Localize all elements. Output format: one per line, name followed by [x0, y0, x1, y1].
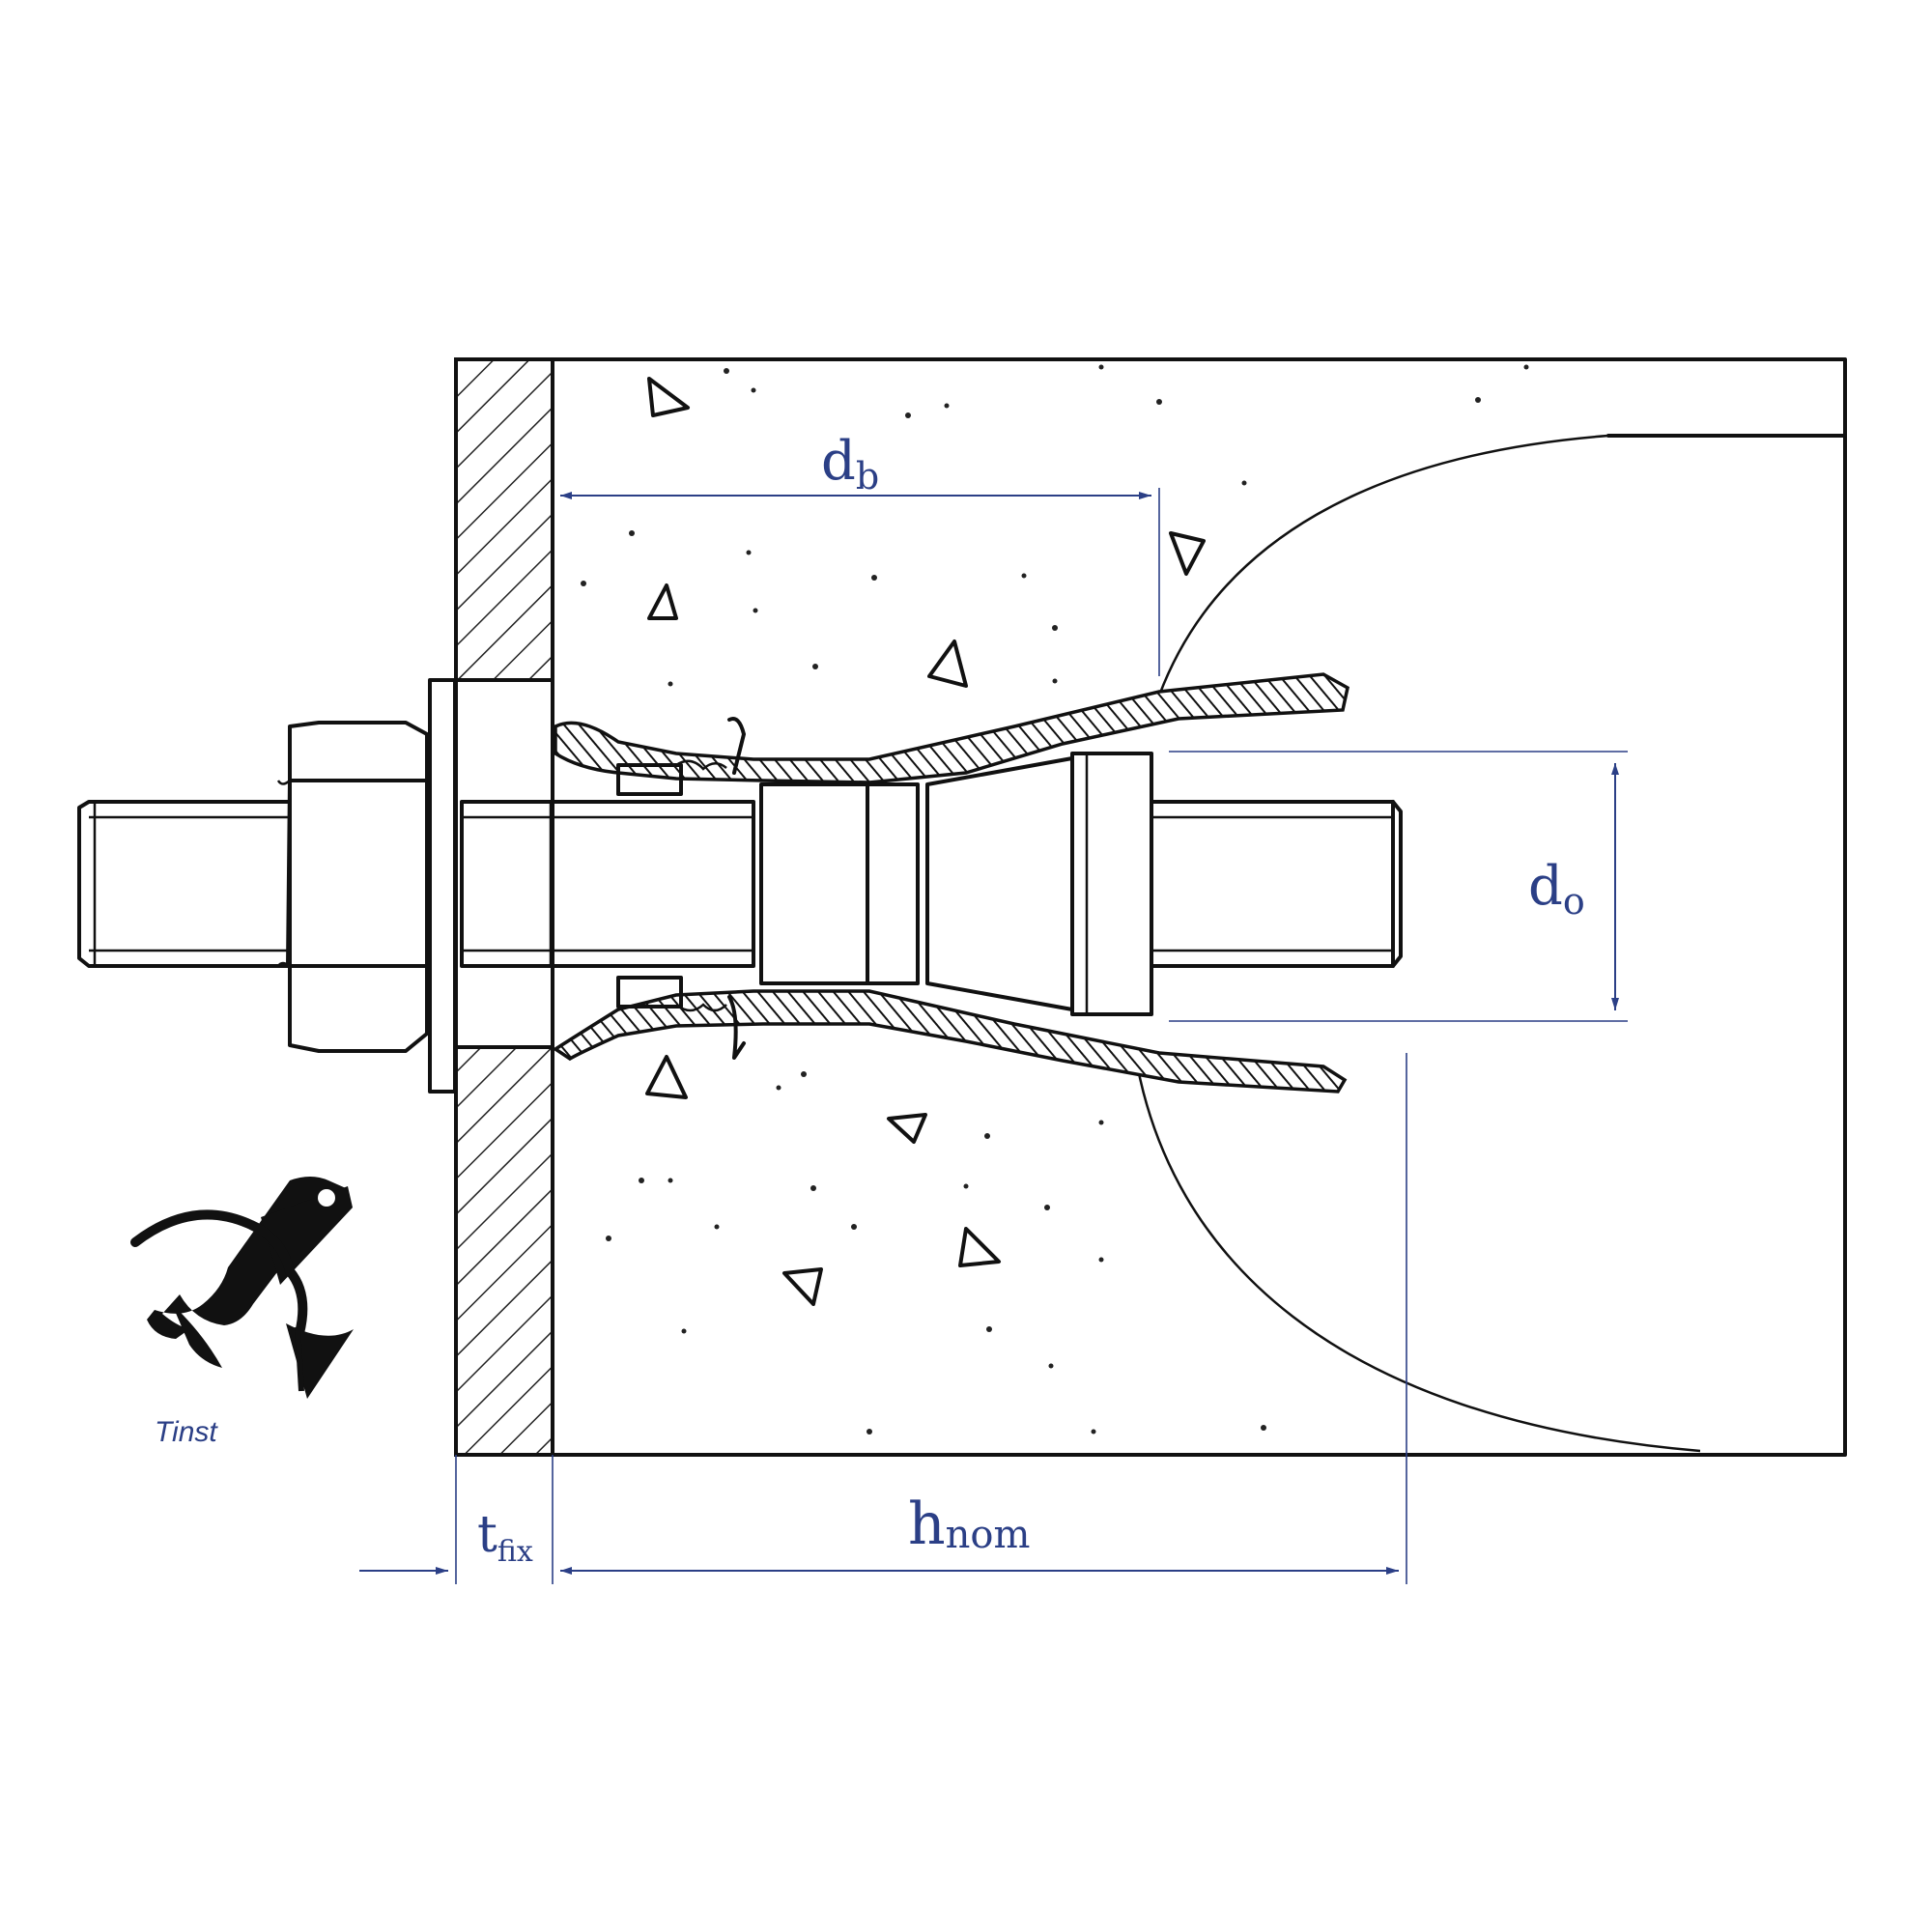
- failure-cone-curve-lower: [1133, 1052, 1701, 1453]
- label-d0-sub: o: [1563, 880, 1585, 923]
- expansion-sleeve-upper: [554, 672, 1350, 796]
- expansion-sleeve-lower: [552, 976, 1348, 1094]
- dimension-bottom: tfix hnom: [359, 1053, 1407, 1584]
- dimension-d0: do: [1169, 751, 1628, 1022]
- concrete-aggregate: [645, 377, 1206, 1306]
- svg-text:db: db: [821, 430, 879, 497]
- label-hnom: h: [908, 1491, 946, 1558]
- dimension-db: db: [560, 430, 1160, 676]
- label-tfix: t: [477, 1506, 497, 1564]
- label-tfix-sub: fix: [497, 1535, 533, 1569]
- anchor-cone: [759, 752, 1153, 1016]
- label-d0: d: [1528, 855, 1563, 918]
- label-db: d: [821, 430, 856, 493]
- label-torque: Tinst: [155, 1416, 218, 1448]
- label-db-sub: b: [856, 455, 879, 497]
- svg-text:tfix: tfix: [477, 1506, 533, 1569]
- fixture-plate: [454, 357, 554, 1457]
- hex-nut: [276, 721, 429, 1053]
- label-hnom-sub: nom: [946, 1513, 1031, 1557]
- svg-text:do: do: [1528, 855, 1585, 923]
- threaded-rod: [77, 800, 1403, 968]
- failure-cone-curve: [1157, 434, 1609, 696]
- washer: [428, 678, 457, 1094]
- svg-text:hnom: hnom: [908, 1491, 1030, 1558]
- concrete-speckle: [581, 364, 1529, 1435]
- rotation-arrow-icon: [130, 1209, 354, 1399]
